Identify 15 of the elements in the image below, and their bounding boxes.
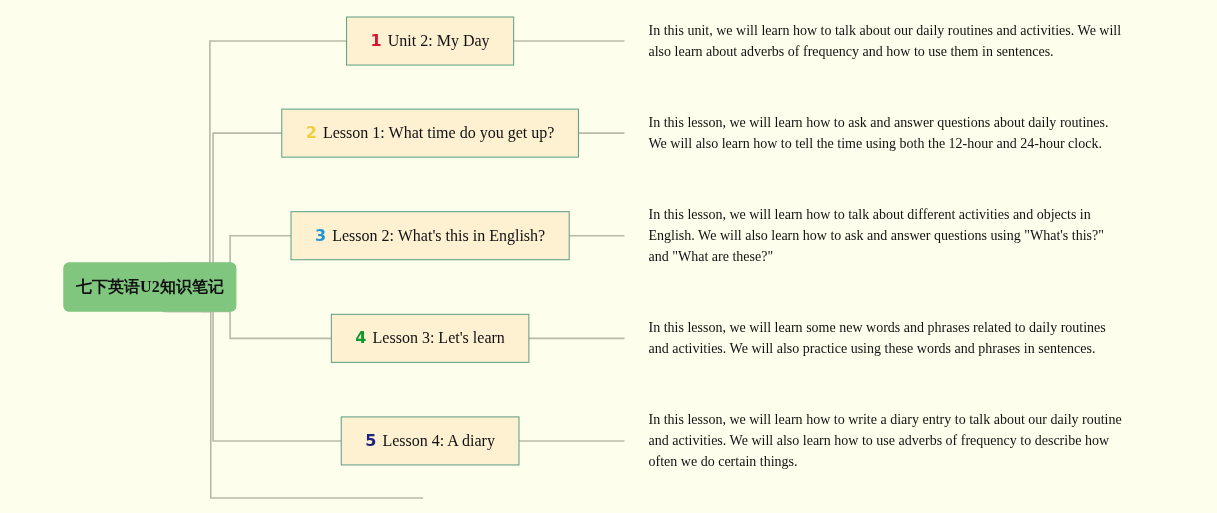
node-text: In this lesson, we will learn how to ask and answer questions about daily routines. We will also learn how to tell the time using both the 12-hour and 24-hour clock. (648, 115, 1109, 152)
connector (518, 440, 626, 442)
connector (577, 132, 626, 134)
node-box: 3 Lesson 2: What's this in English? (290, 211, 570, 261)
connector (528, 337, 626, 340)
node-box: 4 Lesson 3: Let's learn (330, 313, 530, 363)
connector (568, 234, 626, 237)
node-box: 1 Unit 2: My Day (346, 16, 515, 66)
node-box: 2 Lesson 1: What time do you get up? (281, 108, 579, 158)
node-text: In this lesson, we will learn how to talk about different activities and objects in English. We will also learn how to ask and answer questions using "What's this?" and "What are these?" (648, 207, 1105, 265)
node-text: In this lesson, we will learn how to write a diary entry to talk about our daily routine and activities. We will also learn how to use adverbs of frequency to describe how often we do certain things. (648, 412, 1122, 470)
node-box: 5 Lesson 4: A diary (340, 416, 520, 466)
node-text: In this lesson, we will learn some new words and phrases related to daily routines and activities. We will also practice using these words and phrases in sentences. (648, 320, 1106, 357)
node-text: In this unit, we will learn how to talk about our daily routines and activities. We will also learn about adverbs of frequency and how to use them in sentences. (648, 23, 1122, 60)
connector (512, 40, 626, 42)
